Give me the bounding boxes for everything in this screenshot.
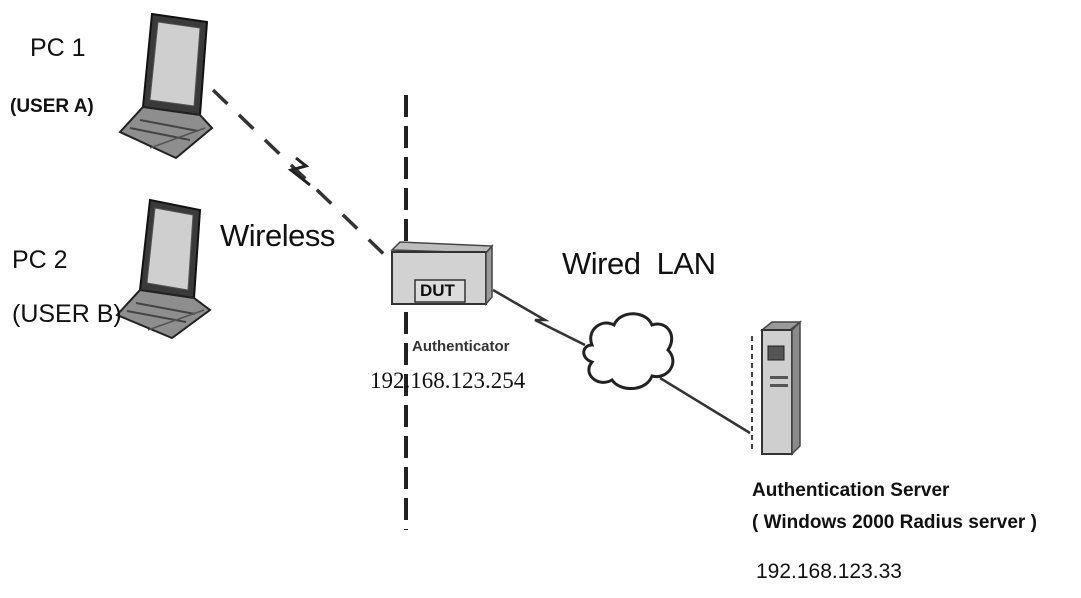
laptop-pc1-icon [118, 12, 214, 160]
server-ip-address: 192.168.123.33 [756, 560, 902, 583]
pc1-user: (USER A) [10, 96, 94, 117]
pc2-user: (USER B) [12, 300, 122, 328]
dut-device-icon [390, 241, 494, 307]
wireless-zigzag-icon [287, 156, 311, 187]
dut-ip-address: 192.168.123.254 [370, 368, 526, 393]
wired-link-to-server [659, 376, 751, 435]
server-tower-icon [751, 320, 803, 456]
laptop-pc2-icon [115, 198, 212, 340]
wireless-label: Wireless [220, 218, 335, 253]
server-title: Authentication Server [752, 480, 950, 501]
server-subtitle: ( Windows 2000 Radius server ) [752, 512, 1037, 533]
authenticator-label: Authenticator [412, 338, 510, 355]
wired-link-to-cloud [492, 288, 586, 347]
pc2-name: PC 2 [12, 246, 68, 274]
network-cloud-icon [582, 312, 675, 390]
wireless-link [211, 88, 394, 264]
pc1-name: PC 1 [30, 34, 86, 62]
dut-label: DUT [420, 281, 455, 300]
wired-lan-label: Wired LAN [562, 246, 716, 281]
